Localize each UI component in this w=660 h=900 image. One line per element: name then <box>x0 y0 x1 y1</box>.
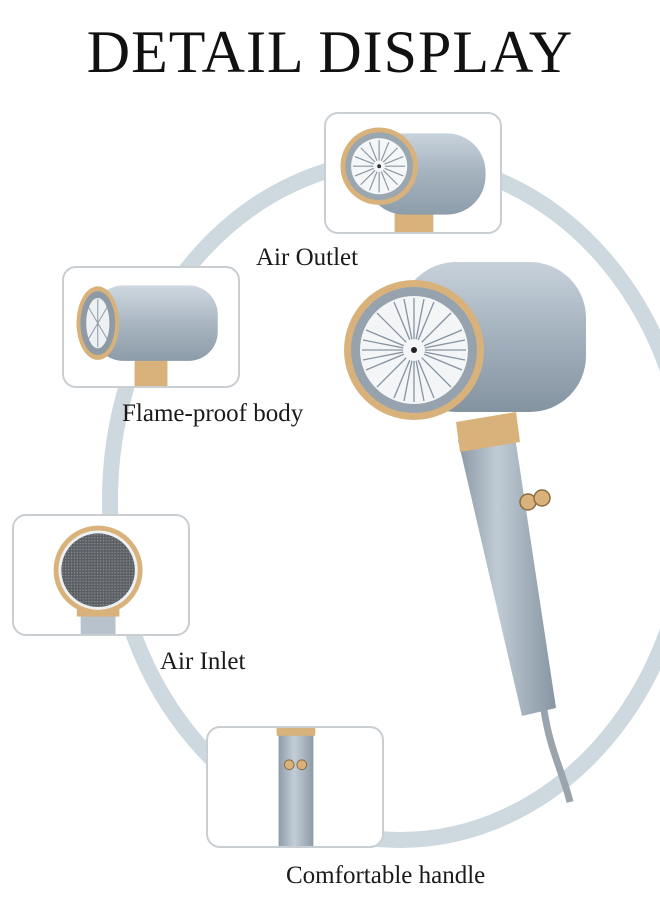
air-inlet-label: Air Inlet <box>160 648 246 675</box>
air-inlet-closeup-image <box>53 525 143 634</box>
comfortable-handle-label: Comfortable handle <box>286 862 486 889</box>
air-inlet-card <box>12 514 190 636</box>
flame-proof-body-closeup-image <box>76 285 218 386</box>
flame-proof-body-card <box>62 266 240 388</box>
air-outlet-label: Air Outlet <box>256 244 359 271</box>
page-title: DETAIL DISPLAY <box>86 19 574 85</box>
flame-proof-body-label: Flame-proof body <box>122 400 304 427</box>
air-outlet-closeup-image <box>340 127 486 232</box>
hair-dryer-image <box>344 262 586 803</box>
comfortable-handle-closeup-image <box>276 728 316 846</box>
air-outlet-card <box>324 112 502 234</box>
comfortable-handle-card <box>206 726 384 848</box>
